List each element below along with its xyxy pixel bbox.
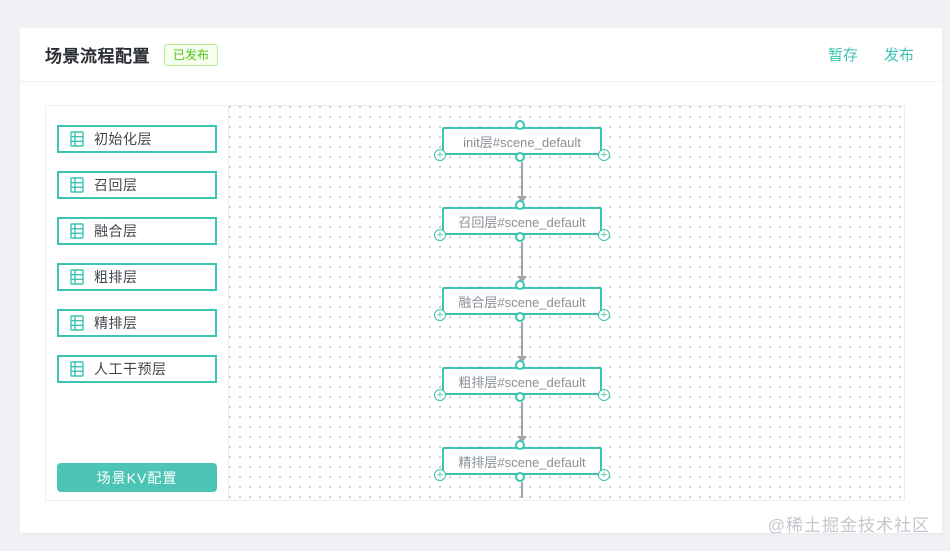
palette-item[interactable]: 精排层 bbox=[57, 309, 217, 337]
layer-list-icon bbox=[70, 131, 84, 147]
scene-kv-config-button[interactable]: 场景KV配置 bbox=[57, 463, 217, 492]
palette-item[interactable]: 人工干预层 bbox=[57, 355, 217, 383]
palette-item-label: 初始化层 bbox=[94, 131, 152, 147]
palette-item-label: 人工干预层 bbox=[94, 361, 167, 377]
save-draft-button[interactable]: 暂存 bbox=[827, 47, 858, 64]
node-add-right-button[interactable]: + bbox=[598, 389, 610, 401]
node-add-right-button[interactable]: + bbox=[598, 149, 610, 161]
flow-node[interactable]: 召回层#scene_default + + bbox=[434, 200, 610, 242]
node-port-top-icon[interactable] bbox=[515, 200, 525, 210]
layer-palette: 初始化层 召回层 融合层 粗排层 bbox=[46, 106, 229, 500]
node-port-top-icon[interactable] bbox=[515, 120, 525, 130]
layer-list-icon bbox=[70, 177, 84, 193]
palette-item-label: 召回层 bbox=[94, 177, 138, 193]
layer-list-icon bbox=[70, 361, 84, 377]
palette-item[interactable]: 融合层 bbox=[57, 217, 217, 245]
scene-flow-card: 场景流程配置 已发布 暂存 发布 初始化层 召回层 bbox=[20, 28, 942, 533]
layer-list-icon bbox=[70, 269, 84, 285]
node-port-top-icon[interactable] bbox=[515, 280, 525, 290]
flow-node[interactable]: init层#scene_default + + bbox=[434, 120, 610, 162]
flow-node-label: init层#scene_default bbox=[463, 134, 581, 150]
flow-node[interactable]: 融合层#scene_default + + bbox=[434, 280, 610, 322]
palette-item-label: 粗排层 bbox=[94, 269, 138, 285]
flow-node-label: 召回层#scene_default bbox=[458, 214, 586, 230]
connector-arrow bbox=[517, 322, 527, 363]
flow-editor: 初始化层 召回层 融合层 粗排层 bbox=[45, 105, 905, 501]
node-port-top-icon[interactable] bbox=[515, 360, 525, 370]
card-header: 场景流程配置 已发布 暂存 发布 bbox=[20, 28, 942, 82]
node-port-bottom-icon[interactable] bbox=[515, 152, 525, 162]
node-add-right-button[interactable]: + bbox=[598, 309, 610, 321]
connector-arrow bbox=[517, 402, 527, 443]
node-add-left-button[interactable]: + bbox=[434, 469, 446, 481]
watermark: @稀土掘金技术社区 bbox=[767, 516, 930, 535]
palette-item[interactable]: 初始化层 bbox=[57, 125, 217, 153]
connector-arrow bbox=[517, 162, 527, 203]
node-add-right-button[interactable]: + bbox=[598, 229, 610, 241]
palette-item-label: 融合层 bbox=[94, 223, 138, 239]
flow-canvas[interactable]: init层#scene_default + + 召回层#scene_defaul… bbox=[229, 106, 904, 498]
flow-node-label: 融合层#scene_default bbox=[458, 294, 586, 310]
node-add-left-button[interactable]: + bbox=[434, 309, 446, 321]
flow-node[interactable]: 精排层#scene_default + + bbox=[434, 440, 610, 482]
palette-item[interactable]: 粗排层 bbox=[57, 263, 217, 291]
node-port-top-icon[interactable] bbox=[515, 440, 525, 450]
page-title: 场景流程配置 bbox=[45, 47, 150, 66]
publish-button[interactable]: 发布 bbox=[883, 47, 914, 64]
palette-item[interactable]: 召回层 bbox=[57, 171, 217, 199]
flow-node-label: 精排层#scene_default bbox=[458, 454, 586, 470]
node-port-bottom-icon[interactable] bbox=[515, 472, 525, 482]
flow-node-label: 粗排层#scene_default bbox=[458, 374, 586, 390]
node-add-left-button[interactable]: + bbox=[434, 389, 446, 401]
layer-list-icon bbox=[70, 223, 84, 239]
node-add-right-button[interactable]: + bbox=[598, 469, 610, 481]
node-add-left-button[interactable]: + bbox=[434, 149, 446, 161]
flow-node[interactable]: 粗排层#scene_default + + bbox=[434, 360, 610, 402]
node-add-left-button[interactable]: + bbox=[434, 229, 446, 241]
status-badge: 已发布 bbox=[164, 43, 219, 66]
node-port-bottom-icon[interactable] bbox=[515, 312, 525, 322]
node-port-bottom-icon[interactable] bbox=[515, 392, 525, 402]
node-port-bottom-icon[interactable] bbox=[515, 232, 525, 242]
palette-item-label: 精排层 bbox=[94, 315, 138, 331]
connector-arrow bbox=[517, 242, 527, 283]
layer-list-icon bbox=[70, 315, 84, 331]
connector-line bbox=[521, 482, 523, 498]
